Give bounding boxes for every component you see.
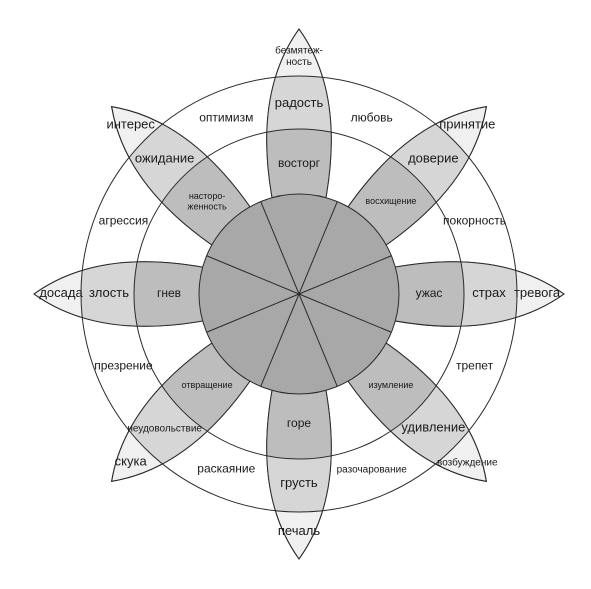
dyad-label: разочарование: [337, 464, 408, 475]
petal-0-outline: [266, 28, 332, 296]
spoke-layer: [206, 201, 392, 387]
middle-ring: [133, 128, 465, 460]
core-spoke-6: [206, 255, 300, 295]
petal-label-inner: восторг: [278, 156, 321, 170]
petal-label-mid: неудовольствие: [127, 423, 202, 434]
petal-label-mid: грусть: [280, 475, 318, 490]
petal-label-outer: досада: [39, 285, 83, 300]
core-spoke-5: [206, 293, 300, 333]
dyad-label: агрессия: [99, 213, 149, 227]
petal-label-mid: ожидание: [135, 151, 195, 166]
petal-label-outer: печаль: [278, 523, 320, 538]
petal-2-outline: [297, 261, 565, 327]
core-spoke-1: [298, 255, 392, 295]
outer-ring: [80, 75, 518, 513]
petal-label-outer: тревога: [514, 285, 561, 300]
core-spoke-7: [260, 201, 300, 295]
petal-6-outline: [33, 261, 301, 327]
petal-label-inner: гнев: [157, 286, 181, 300]
core-spoke-4: [260, 293, 300, 387]
petal-label-inner: ужас: [416, 286, 443, 300]
petal-label-mid: страх: [472, 285, 506, 300]
dyad-label: презрение: [94, 359, 153, 373]
petal-1-outline: [297, 106, 487, 296]
petal-label-mid: злость: [89, 285, 129, 300]
petal-label-outer: возбуждение: [437, 456, 498, 468]
petal-label-outer: безмятеж-ность: [275, 44, 323, 68]
label-layer: безмятеж-ность радость восторг принятие дове…: [39, 44, 561, 539]
petal-label-inner: насторо-женность: [187, 191, 227, 211]
petal-label-inner: отвращение: [182, 380, 233, 390]
petal-label-inner: изумление: [368, 380, 413, 390]
petal-label-mid: радость: [275, 95, 324, 110]
petal-label-outer: интерес: [106, 117, 155, 132]
petal-7-outline: [111, 106, 301, 296]
petal-label-mid: доверие: [408, 151, 459, 166]
petal-label-outer: скука: [115, 454, 148, 469]
dyad-label: раскаяние: [197, 462, 255, 476]
petal-3-outline: [297, 292, 487, 482]
dyad-label: трепет: [456, 359, 494, 373]
core-spoke-0: [298, 201, 338, 295]
dyad-label: покорность: [443, 213, 506, 227]
petal-label-mid: удивление: [401, 420, 465, 435]
petal-label-outer: принятие: [439, 117, 495, 132]
petal-label-inner: горе: [287, 416, 311, 430]
petal-4-outline: [266, 292, 332, 560]
petal-label-inner: восхищение: [365, 196, 416, 206]
dyad-label: оптимизм: [199, 111, 253, 125]
core-spoke-3: [298, 293, 338, 387]
petal-5-outline: [111, 292, 301, 482]
core-spoke-2: [298, 293, 392, 333]
dyad-label: любовь: [351, 111, 393, 125]
